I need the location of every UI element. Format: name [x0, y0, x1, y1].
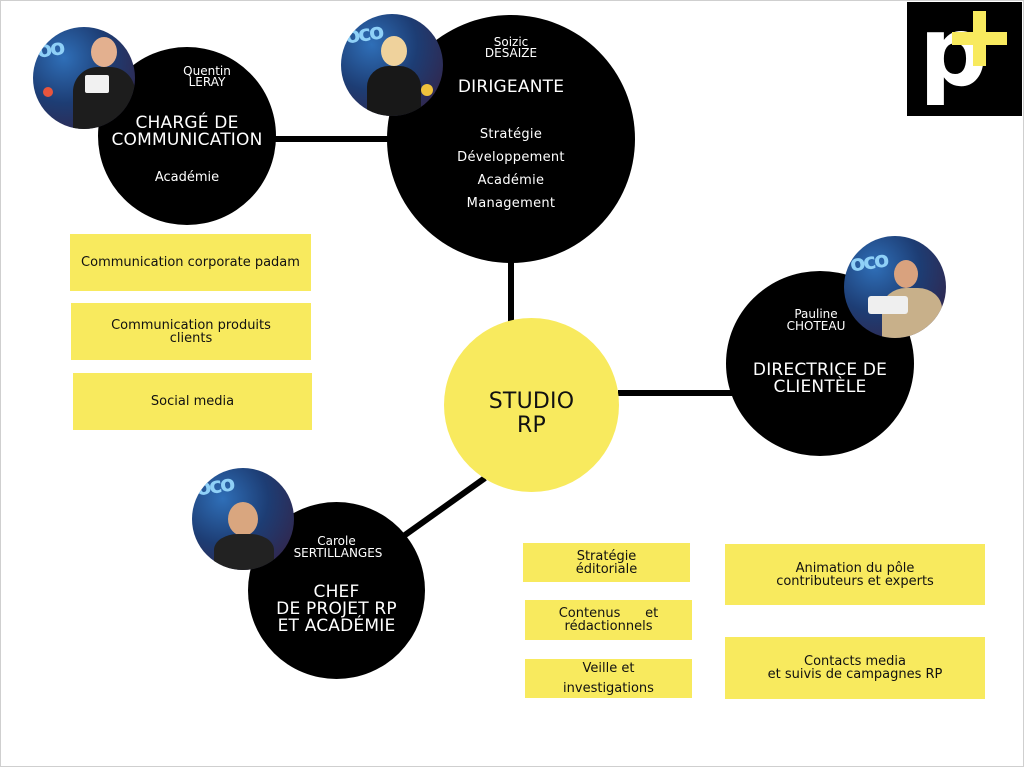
studio-rp-label-line2: RP [517, 413, 546, 438]
dirigeante-task: Management [466, 196, 556, 211]
box-text: investigations [563, 680, 654, 696]
box-text: et suivis de campagnes RP [767, 667, 943, 682]
dirigeante-task: Développement [457, 150, 565, 165]
avatar-carole: oco [192, 468, 294, 570]
chef-projet-first-name: Carole [317, 534, 356, 548]
box-social-media: Social media [73, 373, 312, 430]
communication-first-name: Quentin [183, 64, 231, 78]
box-text: contributeurs et experts [776, 573, 934, 589]
box-contenus-redactionnels: Contenus et rédactionnels [525, 600, 692, 640]
communication-role-line1: CHARGÉ DE [135, 113, 239, 133]
box-text: Stratégie [576, 548, 637, 564]
dirigeante-tasks: Stratégie Développement Académie Managem… [387, 123, 635, 215]
clientele-role-line1: DIRECTRICE DE [752, 360, 888, 380]
box-communication-corporate: Communication corporate padam [70, 234, 311, 291]
chef-projet-role-line3: ET ACADÉMIE [277, 616, 396, 636]
box-text: Communication produits [111, 317, 271, 333]
dirigeante-role: DIRIGEANTE [457, 77, 565, 97]
avatar-quentin: oo [33, 27, 135, 129]
avatar-soizic: oco [341, 14, 443, 116]
box-text: Communication corporate padam [81, 255, 300, 270]
box-text: rédactionnels [564, 619, 653, 634]
dirigeante-task: Stratégie [479, 127, 543, 142]
node-studio-rp: STUDIO RP [444, 318, 619, 492]
chef-projet-last-name: SERTILLANGES [293, 546, 383, 560]
dirigeante-first-name: Soizic [493, 35, 529, 49]
box-text: éditoriale [575, 561, 638, 577]
box-contacts-media: Contacts media et suivis de campagnes RP [725, 637, 985, 699]
box-text: Animation du pôle [795, 560, 915, 576]
padam-logo: p [907, 2, 1022, 116]
box-text: clients [169, 330, 213, 346]
box-veille-investigations: Veille et investigations [525, 659, 692, 698]
dirigeante-last-name: DESAIZE [484, 46, 538, 60]
clientele-role-line2: CLIENTÈLE [773, 377, 867, 397]
link-studio-chef-projet [396, 475, 487, 543]
avatar-pauline: oco [844, 236, 946, 338]
box-text: Veille et [582, 660, 635, 676]
box-text: Contenus et [558, 606, 659, 621]
clientele-last-name: CHOTEAU [786, 319, 846, 333]
clientele-first-name: Pauline [794, 307, 838, 321]
box-communication-produits: Communication produits clients [71, 303, 311, 360]
communication-last-name: LERAY [188, 75, 226, 89]
chef-projet-role-line1: CHEF [313, 582, 360, 602]
box-strategie-editoriale: Stratégie éditoriale [523, 543, 690, 582]
studio-rp-label-line1: STUDIO [488, 389, 575, 414]
box-text: Contacts media [804, 654, 906, 669]
box-text: Social media [150, 394, 235, 409]
box-animation-pole: Animation du pôle contributeurs et exper… [725, 544, 985, 605]
chef-projet-role-line2: DE PROJET RP [276, 599, 397, 619]
plus-icon-horizontal [952, 32, 1007, 45]
dirigeante-task: Académie [477, 173, 545, 188]
communication-role-line2: COMMUNICATION [111, 130, 263, 150]
communication-task: Académie [154, 170, 220, 185]
